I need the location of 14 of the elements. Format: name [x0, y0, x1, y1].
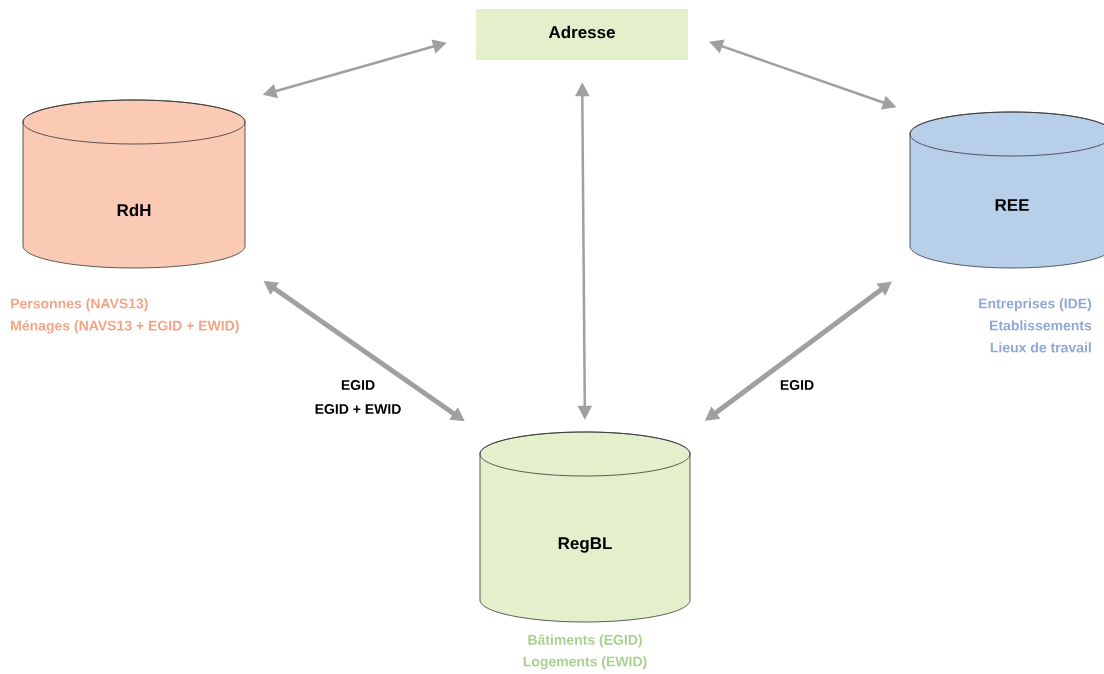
label-text: EGID + EWID — [315, 404, 401, 414]
edge-label: EGID — [780, 380, 814, 390]
database-cylinder: REE — [909, 111, 1104, 269]
beside-text: Personnes (NAVS13) — [11, 298, 148, 312]
database-cylinder: RdH — [22, 99, 246, 269]
database-cylinder: RegBL — [479, 431, 691, 623]
address-box: Adresse — [476, 9, 688, 60]
beside-text: Ménages (NAVS13 + EGID + EWID) — [11, 320, 239, 334]
beside-text: Entreprises (IDE) — [979, 298, 1092, 312]
beside-text: Logements (EWID) — [523, 656, 647, 670]
edge-label: EGID — [341, 380, 375, 390]
beside-text: Bâtiments (EGID) — [528, 634, 642, 648]
beside-text: Lieux de travail — [990, 342, 1091, 353]
beside-text: Etablissements — [990, 320, 1092, 331]
